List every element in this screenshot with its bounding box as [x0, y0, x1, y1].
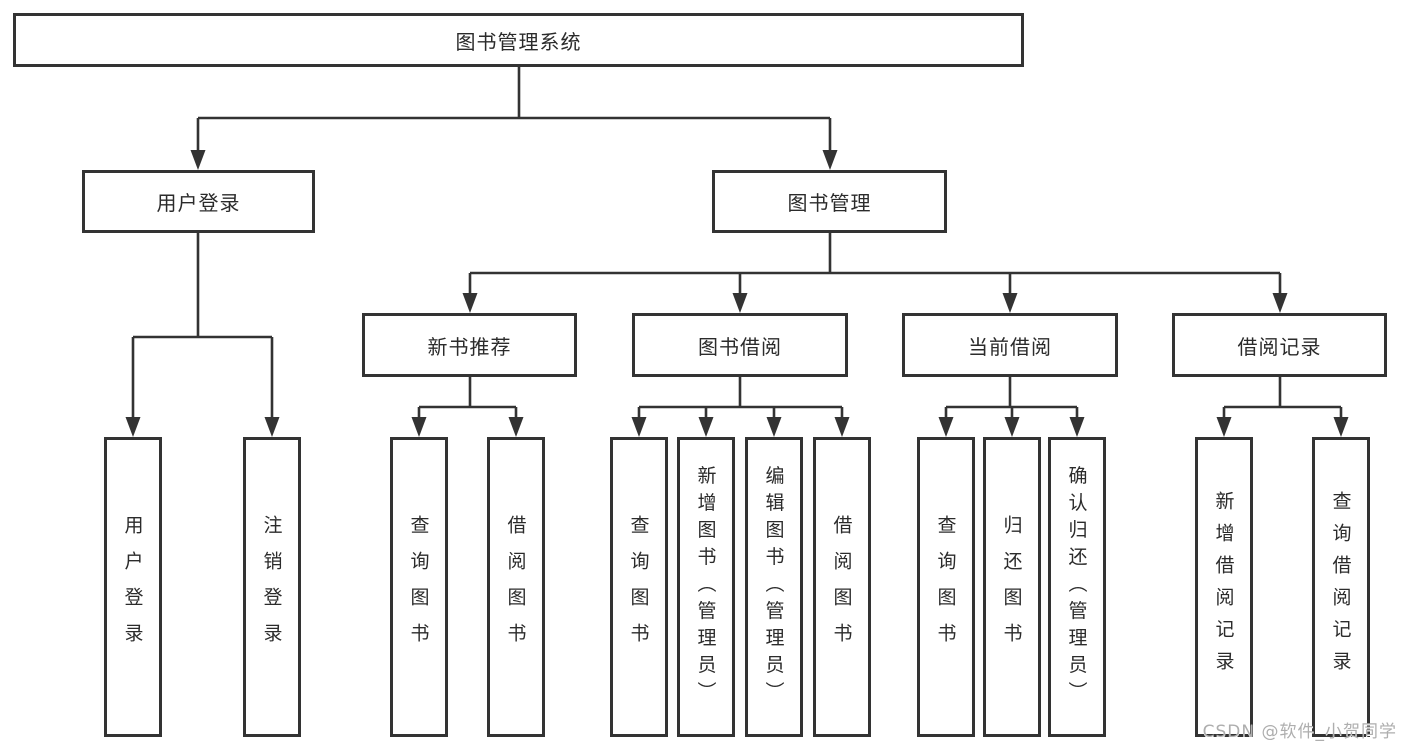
node-current-borrowing: 当前借阅 — [902, 313, 1118, 377]
leaf-query-borrow-record-label: 查询借阅记录 — [1329, 491, 1352, 683]
leaf-add-book-admin: 新增图书（管理员） — [677, 437, 735, 737]
node-book-management: 图书管理 — [712, 170, 947, 233]
leaf-query-books-borrow-label: 查询图书 — [627, 515, 650, 659]
node-book-borrowing: 图书借阅 — [632, 313, 848, 377]
leaf-query-books-current-label: 查询图书 — [934, 515, 957, 659]
leaf-borrow-books-recommend-label: 借阅图书 — [504, 515, 527, 659]
leaf-logout: 注销登录 — [243, 437, 301, 737]
leaf-borrow-books: 借阅图书 — [813, 437, 871, 737]
leaf-query-borrow-record: 查询借阅记录 — [1312, 437, 1370, 737]
leaf-query-books-recommend: 查询图书 — [390, 437, 448, 737]
leaf-logout-label: 注销登录 — [260, 515, 283, 659]
leaf-confirm-return-admin: 确认归还（管理员） — [1048, 437, 1106, 737]
leaf-user-login: 用户登录 — [104, 437, 162, 737]
leaf-add-borrow-record-label: 新增借阅记录 — [1212, 491, 1235, 683]
tree-edges — [131, 67, 1343, 421]
node-user-login: 用户登录 — [82, 170, 315, 233]
leaf-query-books-borrow: 查询图书 — [610, 437, 668, 737]
leaf-add-book-admin-label: 新增图书（管理员） — [694, 465, 717, 709]
leaf-borrow-books-label: 借阅图书 — [830, 515, 853, 659]
leaf-edit-book-admin: 编辑图书（管理员） — [745, 437, 803, 737]
csdn-watermark: CSDN @软件_小贺同学 — [1202, 722, 1397, 742]
arrowheads — [125, 150, 1349, 437]
leaf-query-books-current: 查询图书 — [917, 437, 975, 737]
leaf-query-books-recommend-label: 查询图书 — [407, 515, 430, 659]
leaf-borrow-books-recommend: 借阅图书 — [487, 437, 545, 737]
node-new-book-recommendation: 新书推荐 — [362, 313, 577, 377]
node-library-management-system: 图书管理系统 — [13, 13, 1024, 67]
leaf-user-login-label: 用户登录 — [121, 515, 144, 659]
leaf-add-borrow-record: 新增借阅记录 — [1195, 437, 1253, 737]
leaf-return-book-label: 归还图书 — [1000, 515, 1023, 659]
leaf-edit-book-admin-label: 编辑图书（管理员） — [762, 465, 785, 709]
leaf-return-book: 归还图书 — [983, 437, 1041, 737]
leaf-confirm-return-admin-label: 确认归还（管理员） — [1065, 465, 1088, 709]
node-borrowing-records: 借阅记录 — [1172, 313, 1387, 377]
